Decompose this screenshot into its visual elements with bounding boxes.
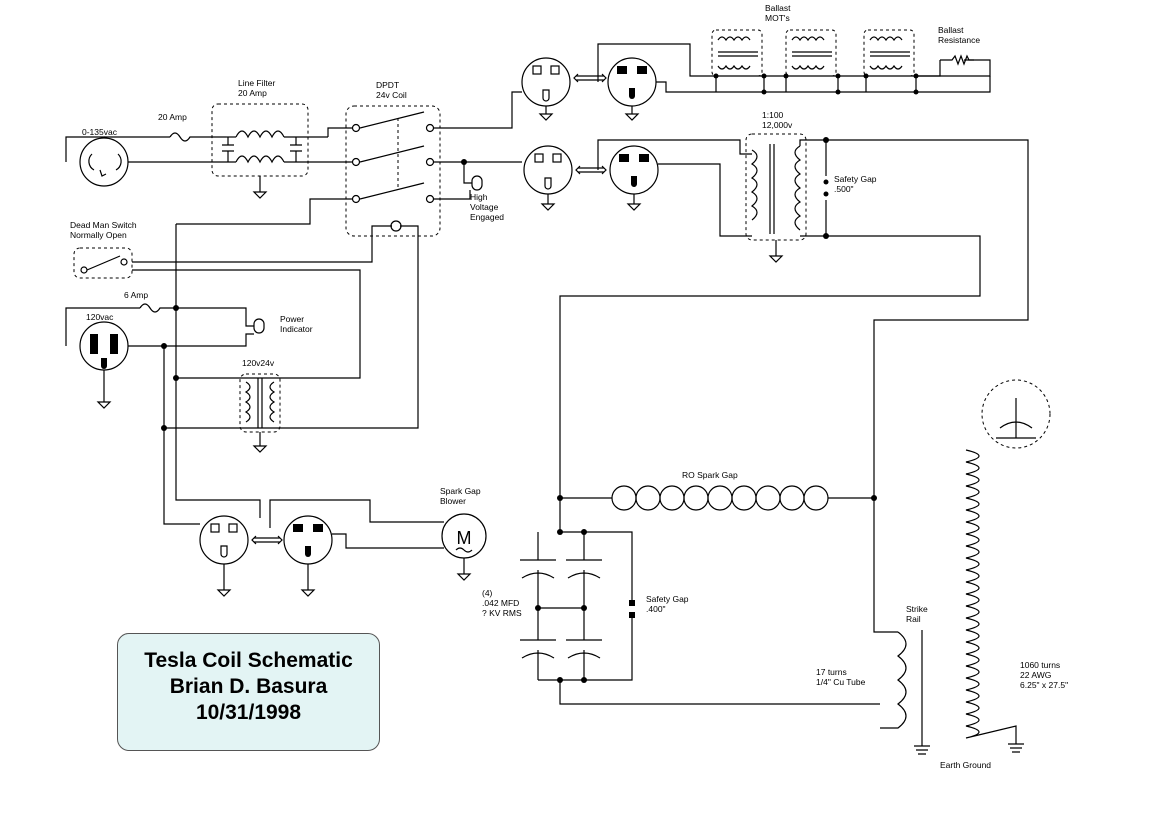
ground-symbol	[252, 176, 268, 199]
hv-lamp-icon	[471, 175, 483, 191]
wire	[597, 139, 752, 170]
ro-spark-gap	[611, 485, 829, 511]
ballast-mot-1	[711, 29, 763, 77]
inductor	[235, 130, 285, 139]
ballast-resistor	[940, 54, 974, 66]
safety-gap-bottom-label: Safety Gap.400"	[646, 594, 689, 614]
relay-coil-terminal	[390, 220, 402, 232]
spark-gap-blower-motor: M	[441, 513, 487, 581]
filter-cap-right	[290, 137, 302, 162]
ro-spark-gap-label: RO Spark Gap	[682, 470, 738, 480]
plug-arrow	[251, 535, 283, 545]
wire	[658, 163, 752, 237]
control-transformer-box	[239, 373, 281, 433]
wire	[799, 139, 1029, 498]
ballast-mot-3	[863, 29, 915, 77]
source-0-135-label: 0-135vac	[82, 127, 118, 137]
power-indicator-icon	[253, 318, 265, 334]
receptacle-top-1-female	[607, 57, 657, 121]
safety-gap-top-label: Safety Gap.500"	[834, 174, 877, 194]
inductor	[235, 155, 285, 164]
plug-arrow	[573, 73, 607, 83]
fuse-6amp-label: 6 Amp	[124, 290, 148, 300]
fuse-6amp	[139, 303, 254, 327]
receptacle-top-1-male	[521, 57, 571, 121]
ground-symbol	[1008, 743, 1024, 753]
receptacle-top-2-female	[609, 145, 659, 211]
motor-symbol: M	[457, 528, 472, 548]
line-filter-box	[211, 103, 309, 177]
dead-man-switch	[73, 247, 133, 279]
fuse-20amp	[169, 132, 226, 142]
plug-arrow	[575, 165, 607, 175]
title-line-3: 10/31/1998	[195, 701, 302, 724]
receptacle-bottom-female	[283, 515, 333, 597]
filter-cap-left	[222, 137, 234, 162]
wire	[434, 91, 522, 129]
dpdt-relay-box	[345, 105, 441, 237]
ballast-mot-2	[785, 29, 837, 77]
fuse-20amp-label: 20 Amp	[158, 112, 187, 122]
title-line-2: Brian D. Basura	[169, 675, 328, 698]
strike-rail	[914, 630, 930, 755]
title-line-1: Tesla Coil Schematic	[144, 649, 353, 672]
source-120vac	[79, 321, 129, 409]
earth-ground-label: Earth Ground	[940, 760, 991, 770]
primary-coil	[880, 631, 907, 729]
receptacle-bottom-male	[199, 515, 249, 597]
hv-transformer-box	[745, 133, 807, 241]
wire	[559, 235, 981, 498]
title-block: Tesla Coil Schematic Brian D. Basura 10/…	[117, 633, 380, 751]
capacitors-label: (4).042 MFD? KV RMS	[482, 588, 522, 618]
wire	[597, 43, 991, 82]
source-120-label: 120vac	[86, 312, 114, 322]
wire	[656, 76, 991, 93]
hv-transformer-coils	[750, 144, 802, 234]
wire	[65, 136, 105, 162]
secondary-coil	[965, 449, 1017, 744]
receptacle-top-2-male	[523, 145, 573, 211]
top-load-toroid	[981, 379, 1051, 449]
source-0-135vac	[79, 137, 129, 187]
capacitor-bank	[520, 532, 602, 680]
xfmr-120-24-label: 120v24v	[242, 358, 275, 368]
